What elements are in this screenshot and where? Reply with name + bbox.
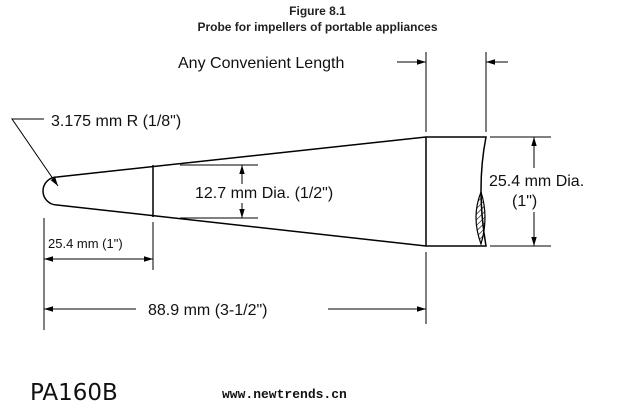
- end-diameter-inch-label: (1"): [512, 193, 537, 210]
- section-hatch: [475, 190, 486, 246]
- website-url: www.newtrends.cn: [222, 387, 347, 402]
- mid-diameter-label: 12.7 mm Dia. (1/2"): [195, 185, 333, 202]
- overall-length-label: 88.9 mm (3-1/2"): [148, 302, 268, 319]
- tip-length-dimension: [43, 218, 154, 330]
- drawing-code: PA160B: [30, 380, 118, 406]
- probe-body: [42, 136, 487, 247]
- length-label: Any Convenient Length: [178, 55, 344, 72]
- radius-leader: [11, 118, 59, 187]
- probe-taper-outline: [42, 136, 487, 247]
- length-dimension: [397, 52, 508, 132]
- figure-caption: Probe for impellers of portable applianc…: [197, 20, 438, 34]
- mid-diameter-dimension: [180, 164, 258, 219]
- overall-length-dimension: [44, 252, 427, 324]
- end-diameter-label: 25.4 mm Dia.: [489, 173, 584, 190]
- figure-number: Figure 8.1: [289, 4, 346, 18]
- tip-length-label: 25.4 mm (1"): [48, 236, 123, 251]
- tip-radius-label: 3.175 mm R (1/8"): [51, 113, 181, 130]
- end-diameter-dimension: [490, 136, 551, 247]
